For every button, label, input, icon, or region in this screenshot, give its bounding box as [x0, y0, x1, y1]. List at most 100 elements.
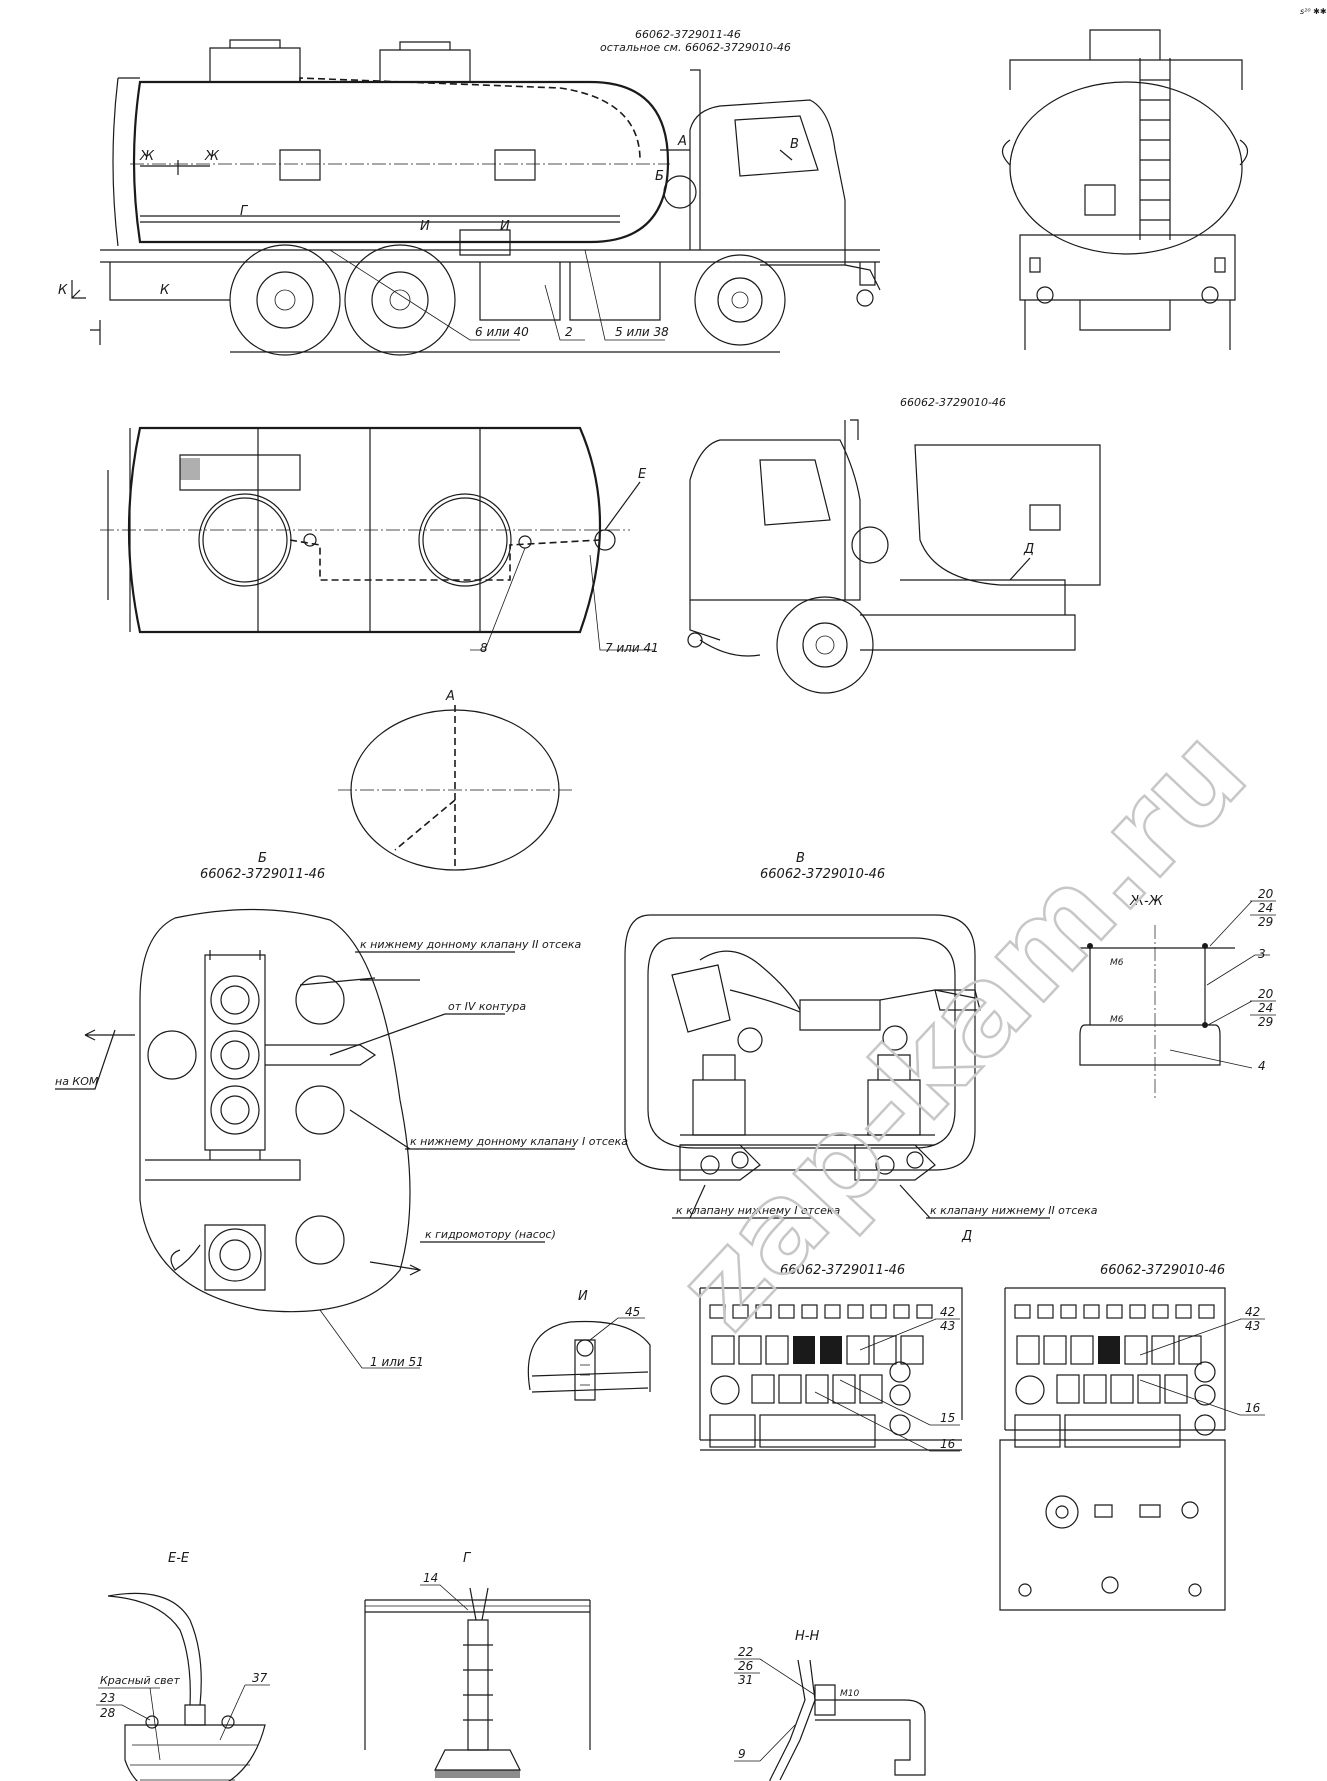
view-marker-zh1: Ж [139, 149, 155, 164]
rocker-switch [1083, 1374, 1107, 1404]
view-v-note-1: к клапану нижнему I отсека [676, 1204, 841, 1217]
indicator-lamp [1198, 1304, 1215, 1319]
side-view-header-2: остальное см. 66062-3729010-46 [600, 41, 791, 54]
zh-callout-20b: 20 [1258, 987, 1274, 1001]
rocker-switch [900, 1335, 924, 1365]
rocker-switch [820, 1336, 842, 1364]
view-marker-a: А [677, 134, 687, 149]
corner-mark: s²⁰ ✱✱✱ [1300, 7, 1327, 16]
rocker-switch [873, 1335, 897, 1365]
rocker-switch [846, 1335, 870, 1365]
view-marker-i2: И [500, 219, 510, 234]
rocker-switch [711, 1335, 735, 1365]
view-g-title: Г [463, 1551, 472, 1566]
round-lamp [1194, 1414, 1216, 1436]
rocker-switch [1070, 1335, 1094, 1365]
section-zh-thread-2: М6 [1110, 1015, 1124, 1025]
rear-view [1001, 29, 1249, 350]
gauge-strip [1064, 1414, 1181, 1448]
indicator-lamp [847, 1304, 864, 1319]
round-lamp [889, 1414, 911, 1436]
section-e-title: Е-Е [168, 1551, 190, 1566]
view-marker-g: Г [240, 204, 249, 219]
indicator-lamp [824, 1304, 841, 1319]
top-view: Е 8 7 или 41 [100, 426, 659, 655]
e-callout-28: 28 [100, 1706, 116, 1720]
indicator-lamp [732, 1304, 749, 1319]
view-b-callout: 1 или 51 [370, 1355, 424, 1369]
rocker-switch [1164, 1374, 1188, 1404]
d-left-callout-15: 15 [940, 1411, 955, 1425]
view-b-note-1: к нижнему донному клапану II отсека [360, 938, 582, 951]
rocker-switch [793, 1336, 815, 1364]
indicator-lamp [1037, 1304, 1054, 1319]
rocker-switch [1178, 1335, 1202, 1365]
n-callout-9: 9 [738, 1747, 746, 1761]
zh-callout-24b: 24 [1258, 1001, 1273, 1015]
section-zh-thread-1: М6 [1110, 958, 1124, 968]
rotary-knob [710, 1375, 740, 1405]
view-v-code: 66062-3729010-46 [760, 867, 885, 882]
section-zh: Ж-Ж М6 М6 20 24 29 3 20 24 29 4 [1079, 887, 1276, 1100]
side-callout-6: 6 или 40 [475, 325, 529, 339]
rocker-switch [1151, 1335, 1175, 1365]
zh-callout-29a: 29 [1258, 915, 1273, 929]
section-n-title: Н-Н [795, 1629, 819, 1644]
indicator-lamp [893, 1304, 910, 1319]
g-callout-14: 14 [423, 1571, 438, 1585]
view-marker-v: В [790, 137, 799, 152]
view-b-note-5: к гидромотору (насос) [425, 1228, 556, 1241]
rocker-switch [1056, 1374, 1080, 1404]
indicator-lamp [1129, 1304, 1146, 1319]
rocker-switch [765, 1335, 789, 1365]
top-callout-8: 8 [480, 641, 488, 655]
indicator-lamp [801, 1304, 818, 1319]
view-b-note-4: к нижнему донному клапану I отсека [410, 1135, 628, 1148]
section-n: Н-Н 22 26 31 М10 9 [734, 1629, 926, 1781]
d-right-callout-16: 16 [1245, 1401, 1261, 1415]
side-view: 66062-3729011-46 остальное см. 66062-372… [58, 28, 881, 356]
switch-block [709, 1414, 756, 1448]
cab-detail-view: 66062-3729010-46 Д [687, 396, 1101, 694]
d-right-callout-42: 42 [1245, 1305, 1260, 1319]
cab-view-header: 66062-3729010-46 [900, 396, 1006, 409]
indicator-lamp [1175, 1304, 1192, 1319]
indicator-lamp [1060, 1304, 1077, 1319]
rocker-switch [1043, 1335, 1067, 1365]
view-marker-d: Д [1023, 542, 1034, 557]
e-callout-37: 37 [252, 1671, 268, 1685]
view-marker-k2: К [160, 283, 170, 298]
rocker-switch [1124, 1335, 1148, 1365]
indicator-lamp [709, 1304, 726, 1319]
n-callout-26: 26 [738, 1659, 754, 1673]
rocker-switch [1137, 1374, 1161, 1404]
section-e: Е-Е 23 28 37 Красный свет [96, 1551, 270, 1781]
n-callout-22: 22 [738, 1645, 753, 1659]
rocker-switch [1098, 1336, 1120, 1364]
view-marker-b: Б [655, 169, 664, 184]
view-d-right-code: 66062-3729010-46 [1100, 1263, 1225, 1278]
indicator-lamp [778, 1304, 795, 1319]
d-left-callout-16: 16 [940, 1437, 956, 1451]
view-d: Д 66062-3729011-46 66062-3729010-46 42 4… [699, 1229, 1265, 1611]
view-i-title: И [578, 1289, 588, 1304]
top-callout-7: 7 или 41 [605, 641, 659, 655]
d-left-callout-43: 43 [940, 1319, 955, 1333]
view-d-letter: Д [961, 1229, 972, 1244]
zh-callout-4: 4 [1258, 1059, 1266, 1073]
view-b-note-2: от IV контура [448, 1000, 526, 1013]
indicator-lamp [1152, 1304, 1169, 1319]
side-callout-5: 5 или 38 [615, 325, 669, 339]
rocker-switch [751, 1374, 775, 1404]
view-v-letter: В [796, 851, 805, 866]
indicator-lamp [916, 1304, 933, 1319]
rocker-switch [1016, 1335, 1040, 1365]
view-d-left-code: 66062-3729011-46 [780, 1263, 905, 1278]
zh-callout-24a: 24 [1258, 901, 1273, 915]
rocker-switch [1110, 1374, 1134, 1404]
gauge-strip [759, 1414, 876, 1448]
view-b-note-3: на КОМ [55, 1075, 99, 1088]
view-b-letter: Б [258, 851, 267, 866]
zh-callout-3: 3 [1258, 947, 1266, 961]
